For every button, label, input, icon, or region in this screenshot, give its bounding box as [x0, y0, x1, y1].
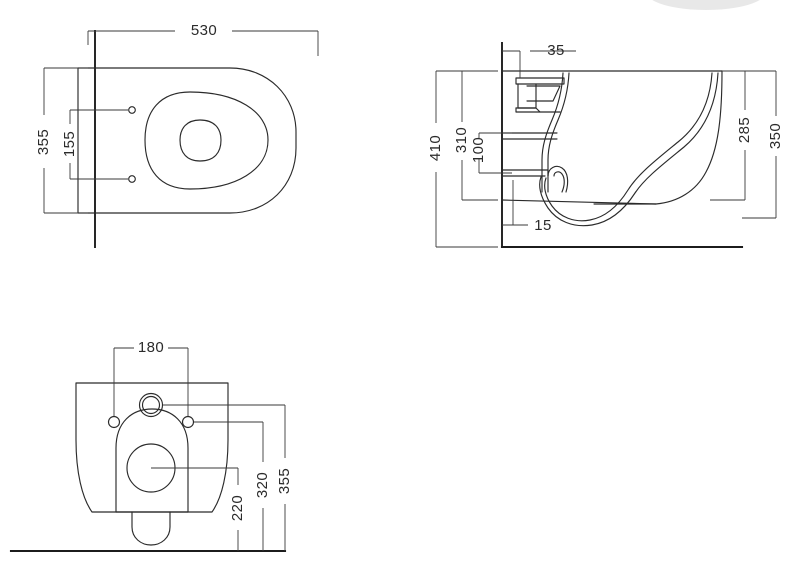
side-view-outer-profile: [593, 70, 723, 205]
dim-label-410: 410: [427, 135, 444, 161]
dim-label-100: 100: [470, 137, 487, 163]
dim-label-310: 310: [453, 127, 470, 153]
top-view-bowl-opening: [179, 119, 222, 162]
front-view-dim-220: 220: [151, 467, 246, 551]
side-view-dim-100: 100: [470, 132, 512, 174]
top-view-dim-530: 530: [87, 22, 319, 56]
page-artifact-ellipse: [652, 0, 760, 10]
front-view-fixing-hole-right: [181, 415, 195, 429]
dim-label-355-top: 355: [35, 129, 52, 155]
front-view-flush-inlet-outer: [138, 392, 164, 418]
front-view-dim-355: 355: [163, 404, 293, 551]
dim-label-15: 15: [534, 217, 552, 234]
side-view-dim-310: 310: [453, 70, 498, 201]
front-view-flush-inlet-inner: [141, 395, 161, 415]
front-view-fixing-hole-left: [107, 415, 121, 429]
dim-label-35: 35: [547, 42, 565, 59]
top-view-seat-ring: [144, 91, 269, 190]
side-view-dim-15: 15: [502, 180, 552, 234]
side-view-bowl-inner-curve: [544, 72, 713, 222]
side-view-dim-350: 350: [742, 70, 784, 219]
top-view: 530 355 155: [35, 22, 319, 248]
side-view-dim-410: 410: [427, 70, 498, 248]
side-view-rim-front-line: [501, 199, 657, 205]
side-view-bowl-inner-curve-2: [539, 72, 719, 227]
side-view-mid-ledge: [501, 132, 558, 140]
side-view-dim-35: 35: [502, 42, 576, 78]
front-view-body-outline: [75, 382, 229, 513]
dim-label-320: 320: [254, 472, 271, 498]
side-view-lower-ledge: [501, 165, 569, 193]
top-view-dim-355: 355: [35, 67, 88, 214]
top-view-fixing-hole-upper: [128, 106, 136, 114]
side-view-front-wall: [547, 72, 570, 193]
front-view-dim-320: 320: [194, 421, 271, 551]
top-view-pan-outline: [77, 67, 297, 214]
dim-label-180: 180: [138, 339, 164, 356]
dim-label-220: 220: [229, 495, 246, 521]
front-view: 180 220 320 355: [9, 339, 293, 553]
dim-label-530: 530: [191, 22, 217, 39]
front-view-seat-outline: [115, 408, 189, 513]
top-view-dim-155: 155: [61, 109, 128, 180]
dim-label-155: 155: [61, 131, 78, 157]
front-view-outlet-boss: [131, 511, 171, 546]
top-view-fixing-hole-lower: [128, 175, 136, 183]
side-view: 35 410 310 100: [427, 42, 784, 249]
dim-label-350: 350: [767, 123, 784, 149]
side-view-dim-285: 285: [710, 70, 753, 201]
side-view-inlet-detail: [515, 77, 565, 113]
dim-label-355-front: 355: [276, 468, 293, 494]
front-view-dim-180: 180: [113, 339, 189, 416]
dim-label-285: 285: [736, 117, 753, 143]
side-view-front-wall-inner: [541, 72, 564, 193]
